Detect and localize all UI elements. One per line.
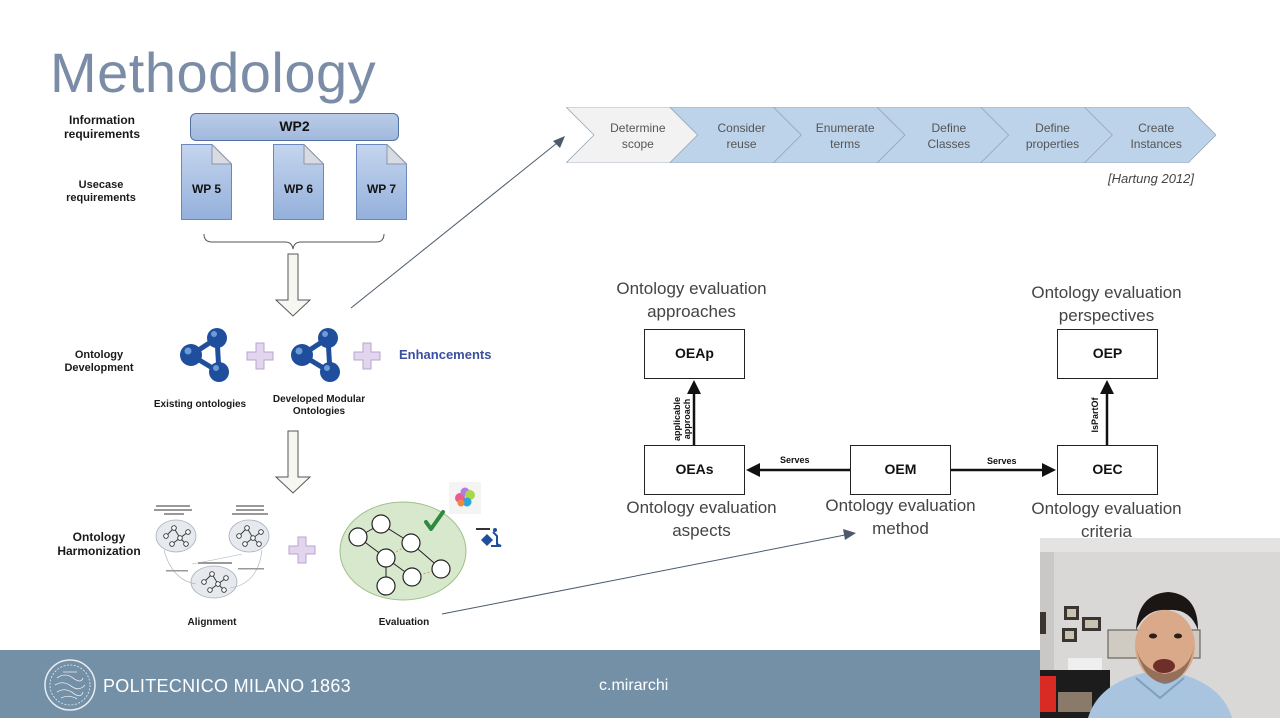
ispartof-label: IsPartOf (1090, 397, 1100, 433)
process-step-line1: Create (1138, 121, 1175, 135)
oeas-caption-line2: aspects (672, 521, 731, 540)
process-step-label: Determine scope (588, 120, 688, 152)
plus-icon (246, 342, 274, 370)
check-icon (424, 510, 445, 531)
approach-text: approach (682, 398, 692, 440)
wp5-document: WP 5 (181, 143, 233, 220)
ontology-harmonization-label: Ontology Harmonization (57, 530, 141, 558)
chevron-shapes (565, 106, 1217, 164)
oeap-caption: Ontology evaluation approaches (600, 277, 783, 323)
plus-icon (288, 536, 316, 564)
process-step-label: Enumerate terms (795, 120, 895, 152)
serves-label-left: Serves (780, 455, 810, 465)
wp7-document: WP 7 (356, 143, 408, 220)
document-icon (273, 143, 325, 220)
webcam-video (1040, 538, 1280, 718)
serves-label-right: Serves (987, 456, 1017, 466)
wp2-box: WP2 (190, 113, 399, 141)
oep-caption-line1: Ontology evaluation (1031, 283, 1182, 302)
applicable-approach-label: applicable approach (672, 391, 694, 447)
wp6-document: WP 6 (273, 143, 325, 220)
process-step-line2: scope (621, 137, 654, 151)
information-requirements-label: Information requirements (63, 113, 141, 141)
process-step-line1: Consider (717, 121, 766, 135)
oeap-caption-line2: approaches (647, 302, 736, 321)
pointer-line-to-process (350, 142, 558, 309)
oeap-caption-line1: Ontology evaluation (616, 279, 767, 298)
process-step-line1: Define (931, 121, 967, 135)
applicable-text: applicable (672, 397, 682, 442)
oeas-caption-line1: Ontology evaluation (626, 498, 777, 517)
oem-caption-line2: method (872, 519, 929, 538)
document-icon (181, 143, 233, 220)
oec-caption: Ontology evaluation criteria (1015, 497, 1198, 543)
process-step-line1: Determine (610, 121, 666, 135)
oec-node: OEC (1057, 445, 1158, 495)
footer-author: c.mirarchi (599, 677, 669, 694)
oep-node: OEP (1057, 329, 1158, 379)
footer-brand: POLITECNICO MILANO 1863 (103, 676, 351, 696)
sparql-logo-icon (476, 528, 502, 547)
process-step-line2: properties (1025, 137, 1080, 151)
oeas-caption: Ontology evaluation aspects (610, 496, 793, 542)
evaluation-graph-icon (339, 501, 467, 601)
footer-bar (0, 650, 1040, 718)
down-arrow-1 (274, 253, 312, 317)
ontology-development-label: Ontology Development (64, 349, 134, 374)
enhancements-label: Enhancements (399, 347, 492, 362)
evaluation-label: Evaluation (378, 617, 430, 628)
document-icon (356, 143, 408, 220)
down-arrow-2 (274, 430, 312, 494)
evaluation-model-edges (687, 380, 1114, 477)
curly-brace (203, 233, 385, 250)
process-step-line1: Define (1035, 121, 1070, 135)
oem-caption: Ontology evaluation method (809, 494, 992, 540)
process-step-label: Consider reuse (692, 120, 792, 152)
pointer-line-to-method (441, 534, 846, 615)
oem-caption-line1: Ontology evaluation (825, 496, 976, 515)
usecase-requirements-label: Usecase requirements (66, 179, 136, 204)
oec-caption-line1: Ontology evaluation (1031, 499, 1182, 518)
citation: [Hartung 2012] (1108, 171, 1195, 186)
process-step-label: Define properties (1003, 120, 1103, 152)
existing-ontologies-label: Existing ontologies (153, 399, 247, 410)
wp5-label: WP 5 (191, 182, 222, 196)
process-step-line1: Enumerate (815, 121, 875, 135)
modular-ontologies-label: Developed Modular Ontologies (272, 394, 366, 417)
oem-node: OEM (850, 445, 951, 495)
politecnico-seal-icon (44, 659, 96, 711)
oeas-node: OEAs (644, 445, 745, 495)
plus-icon (353, 342, 381, 370)
alignment-label: Alignment (187, 617, 237, 628)
wp6-label: WP 6 (283, 182, 314, 196)
process-step-line2: Instances (1130, 137, 1182, 151)
ontology-network-icon (291, 328, 340, 382)
oeap-node: OEAp (644, 329, 745, 379)
oep-caption-line2: perspectives (1058, 306, 1155, 325)
presenter-video-frame (1040, 538, 1280, 718)
process-step-line2: terms (830, 137, 861, 151)
alignment-diagram (154, 505, 270, 599)
wp7-label: WP 7 (366, 182, 397, 196)
process-step-line2: Classes (927, 137, 971, 151)
oep-caption: Ontology evaluation perspectives (1015, 281, 1198, 327)
connector-graphics (203, 136, 856, 615)
process-chevrons: Determine scope Consider reuse Enumerate term… (565, 106, 1217, 164)
ontology-network-icon (180, 328, 229, 382)
slide-title: Methodology (50, 41, 377, 104)
process-step-line2: reuse (726, 137, 757, 151)
tool-logo-icon (449, 482, 481, 514)
oec-caption-line2: criteria (1080, 522, 1132, 541)
